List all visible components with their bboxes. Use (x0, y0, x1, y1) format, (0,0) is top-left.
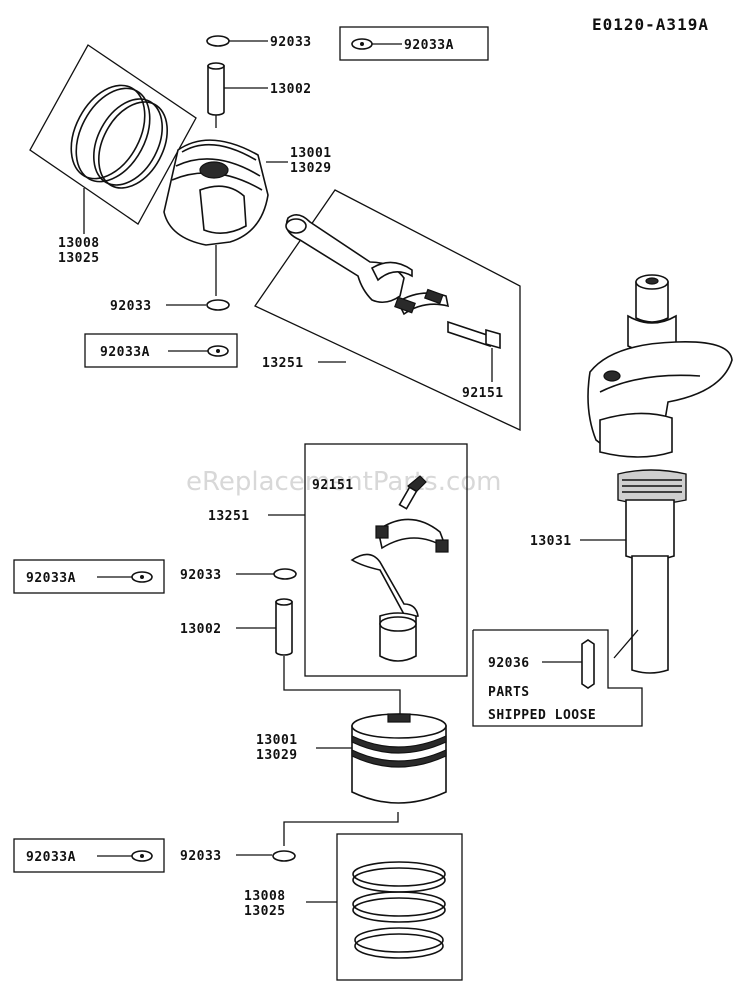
shipped-loose-label-2: SHIPPED LOOSE (488, 708, 596, 723)
shipped-loose-box[interactable] (472, 629, 643, 727)
bottom-piston[interactable] (283, 713, 447, 846)
top-conrod-group[interactable] (254, 189, 521, 432)
key-label[interactable]: 92036 (488, 656, 530, 671)
top-rings-label-1[interactable]: 13008 (58, 236, 100, 251)
top-lower-circlip-alt-box[interactable] (84, 333, 238, 368)
crankshaft-label[interactable]: 13031 (530, 534, 572, 549)
bottom-rings-label-2[interactable]: 13025 (244, 904, 286, 919)
top-circlip-label[interactable]: 92033 (270, 35, 312, 50)
top-lower-circlip-alt-label[interactable]: 92033A (100, 345, 150, 360)
top-piston-label-1[interactable]: 13001 (290, 146, 332, 161)
top-conrod-label[interactable]: 13251 (262, 356, 304, 371)
top-lower-circlip[interactable] (166, 245, 230, 311)
bottom-circlip-alt-box[interactable] (13, 838, 165, 873)
watermark: eReplacementParts.com (186, 467, 502, 497)
diagram-code: E0120-A319A (592, 15, 709, 34)
top-piston-label-2[interactable]: 13029 (290, 161, 332, 176)
top-rings-group[interactable] (29, 44, 197, 234)
top-rings-label-2[interactable]: 13025 (58, 251, 100, 266)
mid-circlip-alt-box[interactable] (13, 559, 165, 594)
mid-circlip-alt-label[interactable]: 92033A (26, 571, 76, 586)
mid-piston-pin[interactable] (236, 598, 401, 714)
shipped-loose-label-1: PARTS (488, 685, 530, 700)
mid-conrod-group[interactable] (268, 443, 468, 677)
top-circlip-alt-box[interactable] (339, 26, 489, 61)
bottom-circlip-label[interactable]: 92033 (180, 849, 222, 864)
top-lower-circlip-label[interactable]: 92033 (110, 299, 152, 314)
bottom-piston-label-1[interactable]: 13001 (256, 733, 298, 748)
bottom-rings-label-1[interactable]: 13008 (244, 889, 286, 904)
top-piston[interactable] (163, 139, 288, 246)
top-pin-label[interactable]: 13002 (270, 82, 312, 97)
mid-pin-label[interactable]: 13002 (180, 622, 222, 637)
crankshaft[interactable] (580, 274, 733, 674)
top-bolt-label[interactable]: 92151 (462, 386, 504, 401)
mid-circlip-label[interactable]: 92033 (180, 568, 222, 583)
mid-circlip[interactable] (236, 568, 297, 580)
bottom-piston-label-2[interactable]: 13029 (256, 748, 298, 763)
bottom-circlip-alt-label[interactable]: 92033A (26, 850, 76, 865)
mid-conrod-label[interactable]: 13251 (208, 509, 250, 524)
top-circlip-alt-label[interactable]: 92033A (404, 38, 454, 53)
bottom-rings-group[interactable] (306, 833, 463, 981)
bottom-circlip[interactable] (236, 850, 296, 862)
top-piston-pin[interactable] (207, 62, 268, 128)
mid-bolt-label[interactable]: 92151 (312, 478, 354, 493)
top-circlip-part[interactable] (206, 35, 268, 47)
